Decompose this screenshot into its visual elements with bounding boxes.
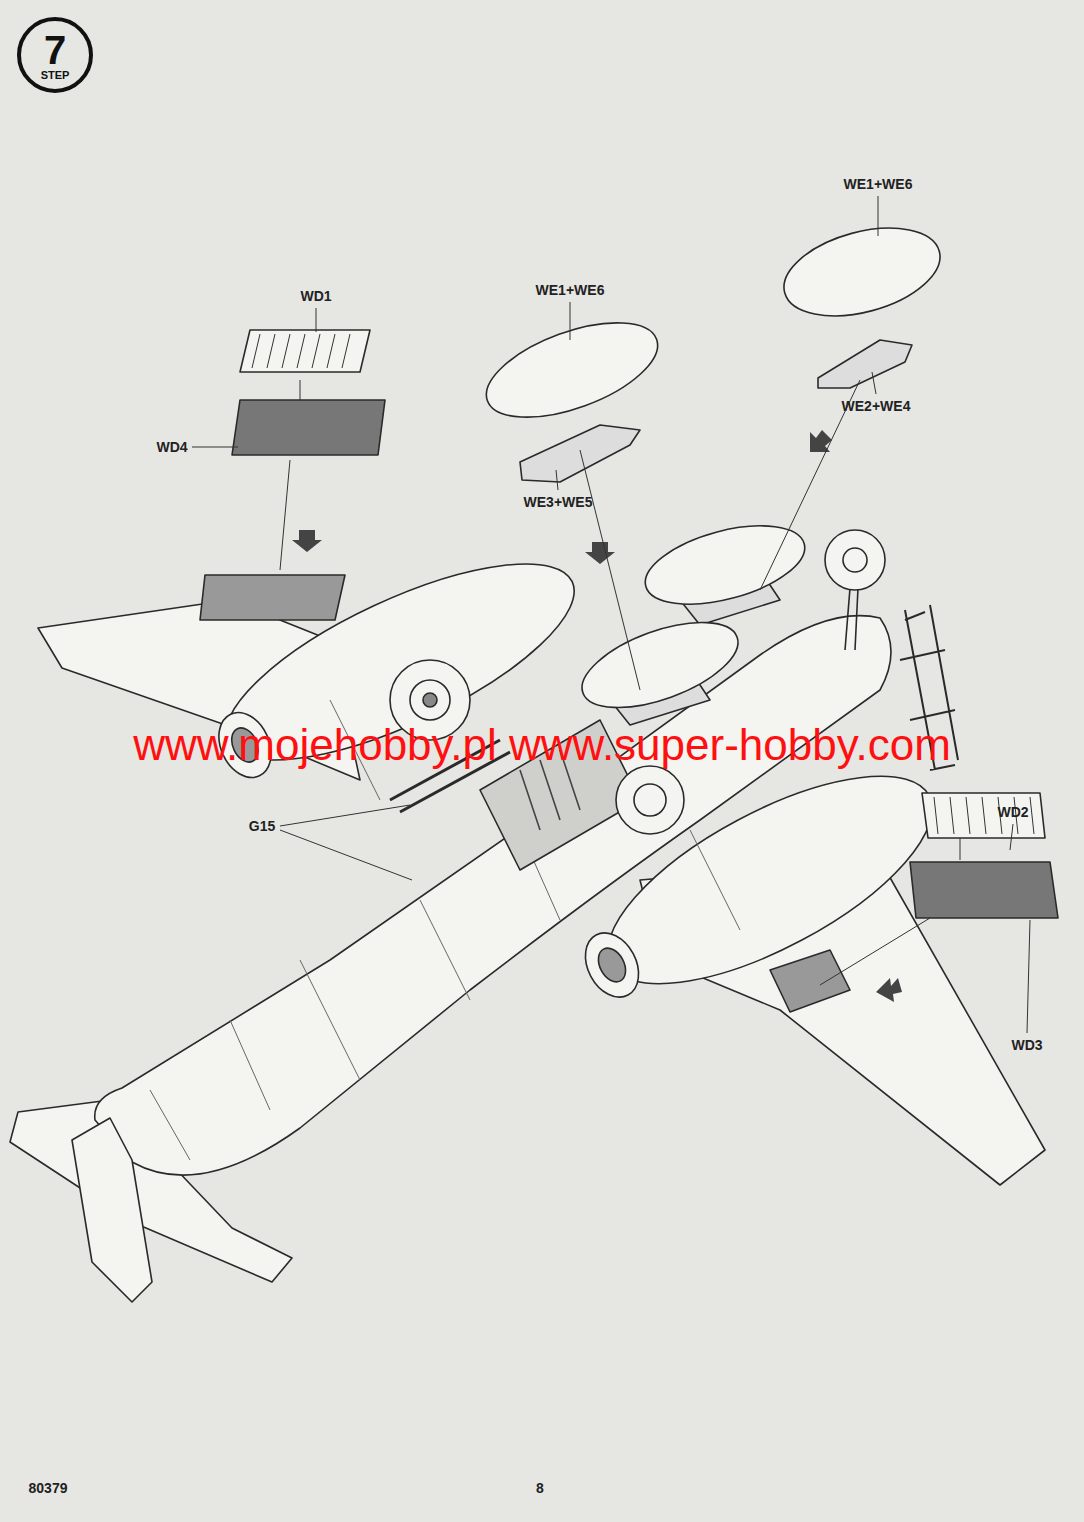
leader-line [192, 196, 1030, 1033]
drop-tank [474, 304, 669, 437]
part-label: WD1 [300, 288, 331, 304]
nose-wheel [825, 530, 885, 590]
part-label: WD2 [997, 804, 1028, 820]
part-label: WD4 [156, 439, 187, 455]
tank-pylon [520, 425, 640, 482]
part-label: G15 [249, 818, 275, 834]
part-label: WE3+WE5 [524, 494, 593, 510]
page-number: 8 [536, 1480, 544, 1496]
tank-pylon [818, 340, 912, 388]
kit-number: 80379 [29, 1480, 68, 1496]
grille-part [232, 400, 385, 455]
part-label: WE1+WE6 [536, 282, 605, 298]
drop-tank [637, 511, 813, 619]
drop-tank [571, 605, 748, 725]
step-word: STEP [41, 70, 70, 81]
drop-tank [774, 213, 949, 332]
main-wheel [616, 766, 684, 834]
grille-part [240, 330, 370, 372]
fin [72, 1118, 152, 1302]
part-label: WE2+WE4 [842, 398, 911, 414]
grille-part [910, 862, 1058, 918]
grille-part [200, 575, 345, 620]
part-label: WE1+WE6 [844, 176, 913, 192]
assembly-arrow [292, 430, 902, 1002]
part-label: WD3 [1011, 1037, 1042, 1053]
grille-part [922, 793, 1045, 838]
step-badge: 7STEP [17, 17, 93, 93]
watermark: www.mojehobby.pl www.super-hobby.com [133, 720, 951, 770]
step-number: 7 [44, 30, 66, 70]
